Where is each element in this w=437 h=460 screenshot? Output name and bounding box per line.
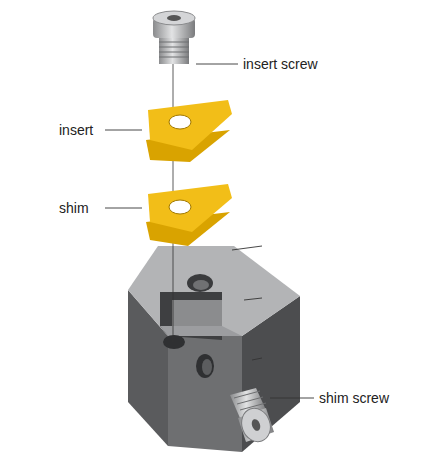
shim-part bbox=[146, 184, 232, 246]
part-label: insert screw bbox=[243, 56, 318, 72]
shim-screw bbox=[230, 388, 275, 446]
insert-screw bbox=[153, 11, 195, 64]
part-label: insert bbox=[59, 122, 93, 138]
part-label: shim screw bbox=[319, 390, 389, 406]
insert-part bbox=[146, 100, 232, 162]
tool-holder-block bbox=[128, 246, 300, 452]
part-label: shim bbox=[59, 200, 89, 216]
leader-lines bbox=[105, 64, 314, 398]
